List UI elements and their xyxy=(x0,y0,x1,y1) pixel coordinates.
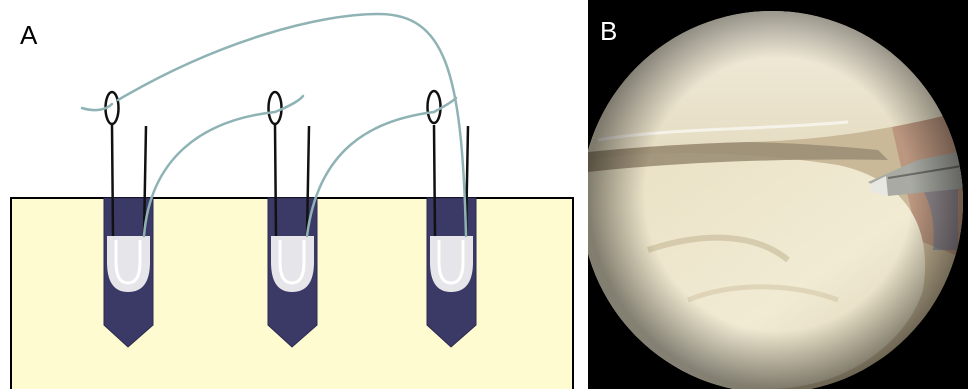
knot-3 xyxy=(428,91,441,123)
panel-label-b: B xyxy=(600,18,617,44)
anchor-schematic-svg xyxy=(0,0,580,389)
panel-a-schematic: A xyxy=(0,0,580,389)
knot-2 xyxy=(269,92,282,124)
arthroscopy-svg xyxy=(588,0,968,389)
suture-knots xyxy=(106,91,441,124)
panel-label-a: A xyxy=(20,22,37,48)
panel-b-arthroscopic-view: B xyxy=(588,0,968,389)
